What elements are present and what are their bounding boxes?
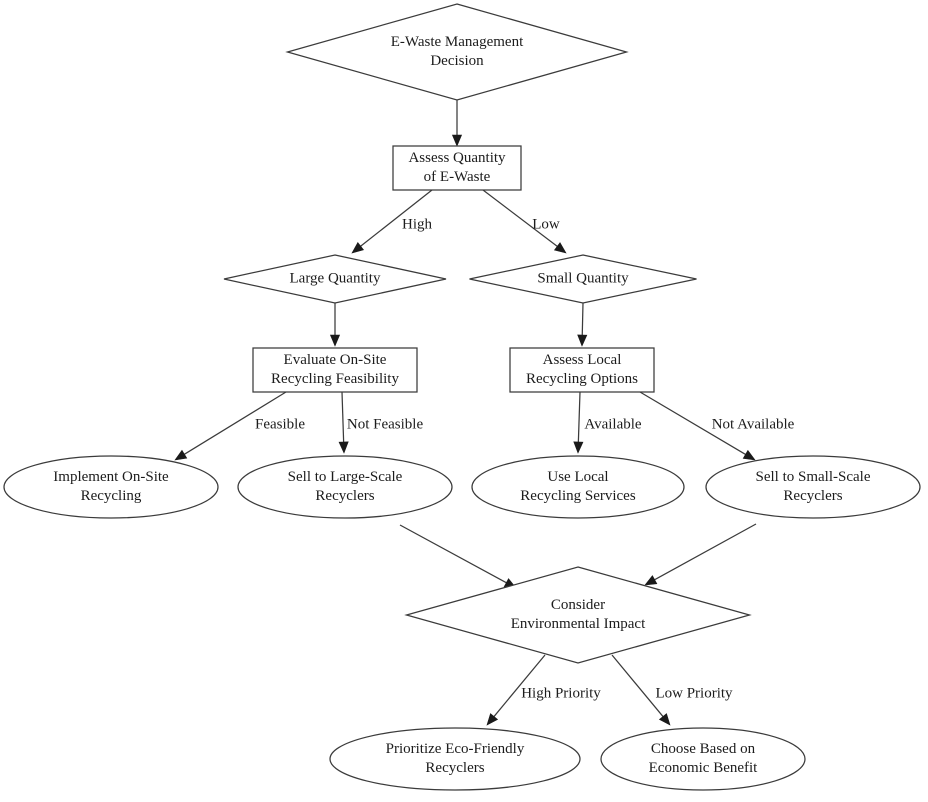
arrowhead-icon	[329, 334, 341, 347]
node-label: Recycling	[81, 488, 142, 504]
edge-label-low-priority: Low Priority	[655, 685, 733, 701]
edge-small_quantity-to-assess_local	[577, 302, 588, 347]
edge-line	[399, 524, 508, 585]
edge-assess_quantity-to-small_quantity	[482, 189, 567, 254]
diamond-shape	[404, 566, 752, 664]
edge-root-to-assess_quantity	[451, 100, 463, 147]
node-choose_economic[interactable]: Choose Based on Economic Benefit	[600, 727, 806, 791]
node-label: Recyclers	[425, 760, 484, 776]
ellipse-shape	[237, 455, 453, 519]
node-label: Sell to Large-Scale	[288, 469, 403, 485]
ellipse-shape	[3, 455, 219, 519]
node-label: Implement On-Site	[53, 469, 169, 485]
edge-line	[577, 391, 581, 444]
edge-consider_env-to-prioritize_eco	[486, 654, 546, 726]
edge-line	[611, 654, 665, 719]
node-large_quantity[interactable]: Large Quantity	[223, 254, 447, 304]
edge-line	[341, 391, 345, 444]
edge-label-not-feasible: Not Feasible	[347, 416, 424, 432]
arrowhead-icon	[338, 441, 349, 454]
edge-label-feasible: Feasible	[255, 416, 305, 432]
edge-assess_local-to-sell_small	[639, 391, 756, 461]
edge-label-available: Available	[584, 416, 642, 432]
edge-line	[653, 523, 757, 581]
rect-shape	[252, 347, 418, 393]
node-label: Recyclers	[783, 488, 842, 504]
edge-consider_env-to-choose_economic	[611, 654, 671, 726]
ellipse-shape	[329, 727, 581, 791]
edge-assess_local-to-use_local	[573, 391, 584, 454]
edge-label-low: Low	[532, 216, 560, 232]
arrowhead-icon	[573, 441, 584, 454]
edge-evaluate_onsite-to-sell_large	[338, 391, 349, 454]
edge-line	[182, 391, 287, 456]
arrowhead-icon	[351, 242, 365, 254]
edge-label-high: High	[402, 216, 433, 232]
arrowhead-icon	[742, 449, 756, 461]
ellipse-shape	[600, 727, 806, 791]
node-label: Consider	[551, 597, 605, 613]
node-label: Economic Benefit	[649, 760, 759, 776]
arrowhead-icon	[451, 134, 463, 147]
node-label: Small Quantity	[537, 270, 629, 286]
edge-line	[581, 302, 584, 337]
rect-shape	[392, 145, 522, 191]
node-label: E-Waste Management	[391, 34, 524, 50]
node-assess_quantity[interactable]: Assess Quantity of E-Waste	[392, 145, 522, 191]
arrowhead-icon	[486, 713, 499, 726]
arrowhead-icon	[577, 334, 588, 347]
node-label: Prioritize Eco-Friendly	[386, 741, 525, 757]
edge-evaluate_onsite-to-implement_onsite	[174, 391, 287, 461]
node-label: of E-Waste	[424, 169, 491, 185]
node-label: Assess Quantity	[408, 150, 506, 166]
node-label: Environmental Impact	[511, 616, 646, 632]
node-label: Recycling Services	[520, 488, 636, 504]
edge-line	[492, 654, 546, 719]
ellipse-shape	[471, 455, 685, 519]
arrowhead-icon	[174, 449, 188, 461]
node-label: Use Local	[547, 469, 608, 485]
arrowhead-icon	[658, 713, 671, 726]
node-label: Decision	[430, 53, 484, 69]
edge-line	[359, 189, 433, 248]
edge-large_quantity-to-evaluate_onsite	[329, 303, 341, 347]
node-label: Recycling Options	[526, 371, 638, 387]
node-label: Recycling Feasibility	[271, 371, 399, 387]
node-label: Choose Based on	[651, 741, 756, 757]
node-label: Assess Local	[543, 352, 622, 368]
edge-label-high-priority: High Priority	[521, 685, 601, 701]
diamond-shape	[469, 254, 697, 304]
diamond-shape	[223, 254, 447, 304]
edge-sell_small-to-consider_env	[644, 523, 757, 586]
arrowhead-icon	[644, 575, 658, 586]
node-small_quantity[interactable]: Small Quantity	[469, 254, 697, 304]
node-label: Recyclers	[315, 488, 374, 504]
edge-assess_quantity-to-large_quantity	[351, 189, 433, 254]
edge-line	[639, 391, 748, 456]
node-label: Evaluate On-Site	[284, 352, 387, 368]
edge-line	[482, 189, 559, 248]
node-label: Large Quantity	[290, 270, 381, 286]
edge-sell_large-to-consider_env	[399, 524, 517, 589]
ellipse-shape	[705, 455, 921, 519]
rect-shape	[509, 347, 655, 393]
arrowhead-icon	[553, 242, 567, 254]
edge-label-not-available: Not Available	[712, 416, 795, 432]
node-label: Sell to Small-Scale	[756, 469, 871, 485]
diamond-shape	[285, 3, 629, 101]
